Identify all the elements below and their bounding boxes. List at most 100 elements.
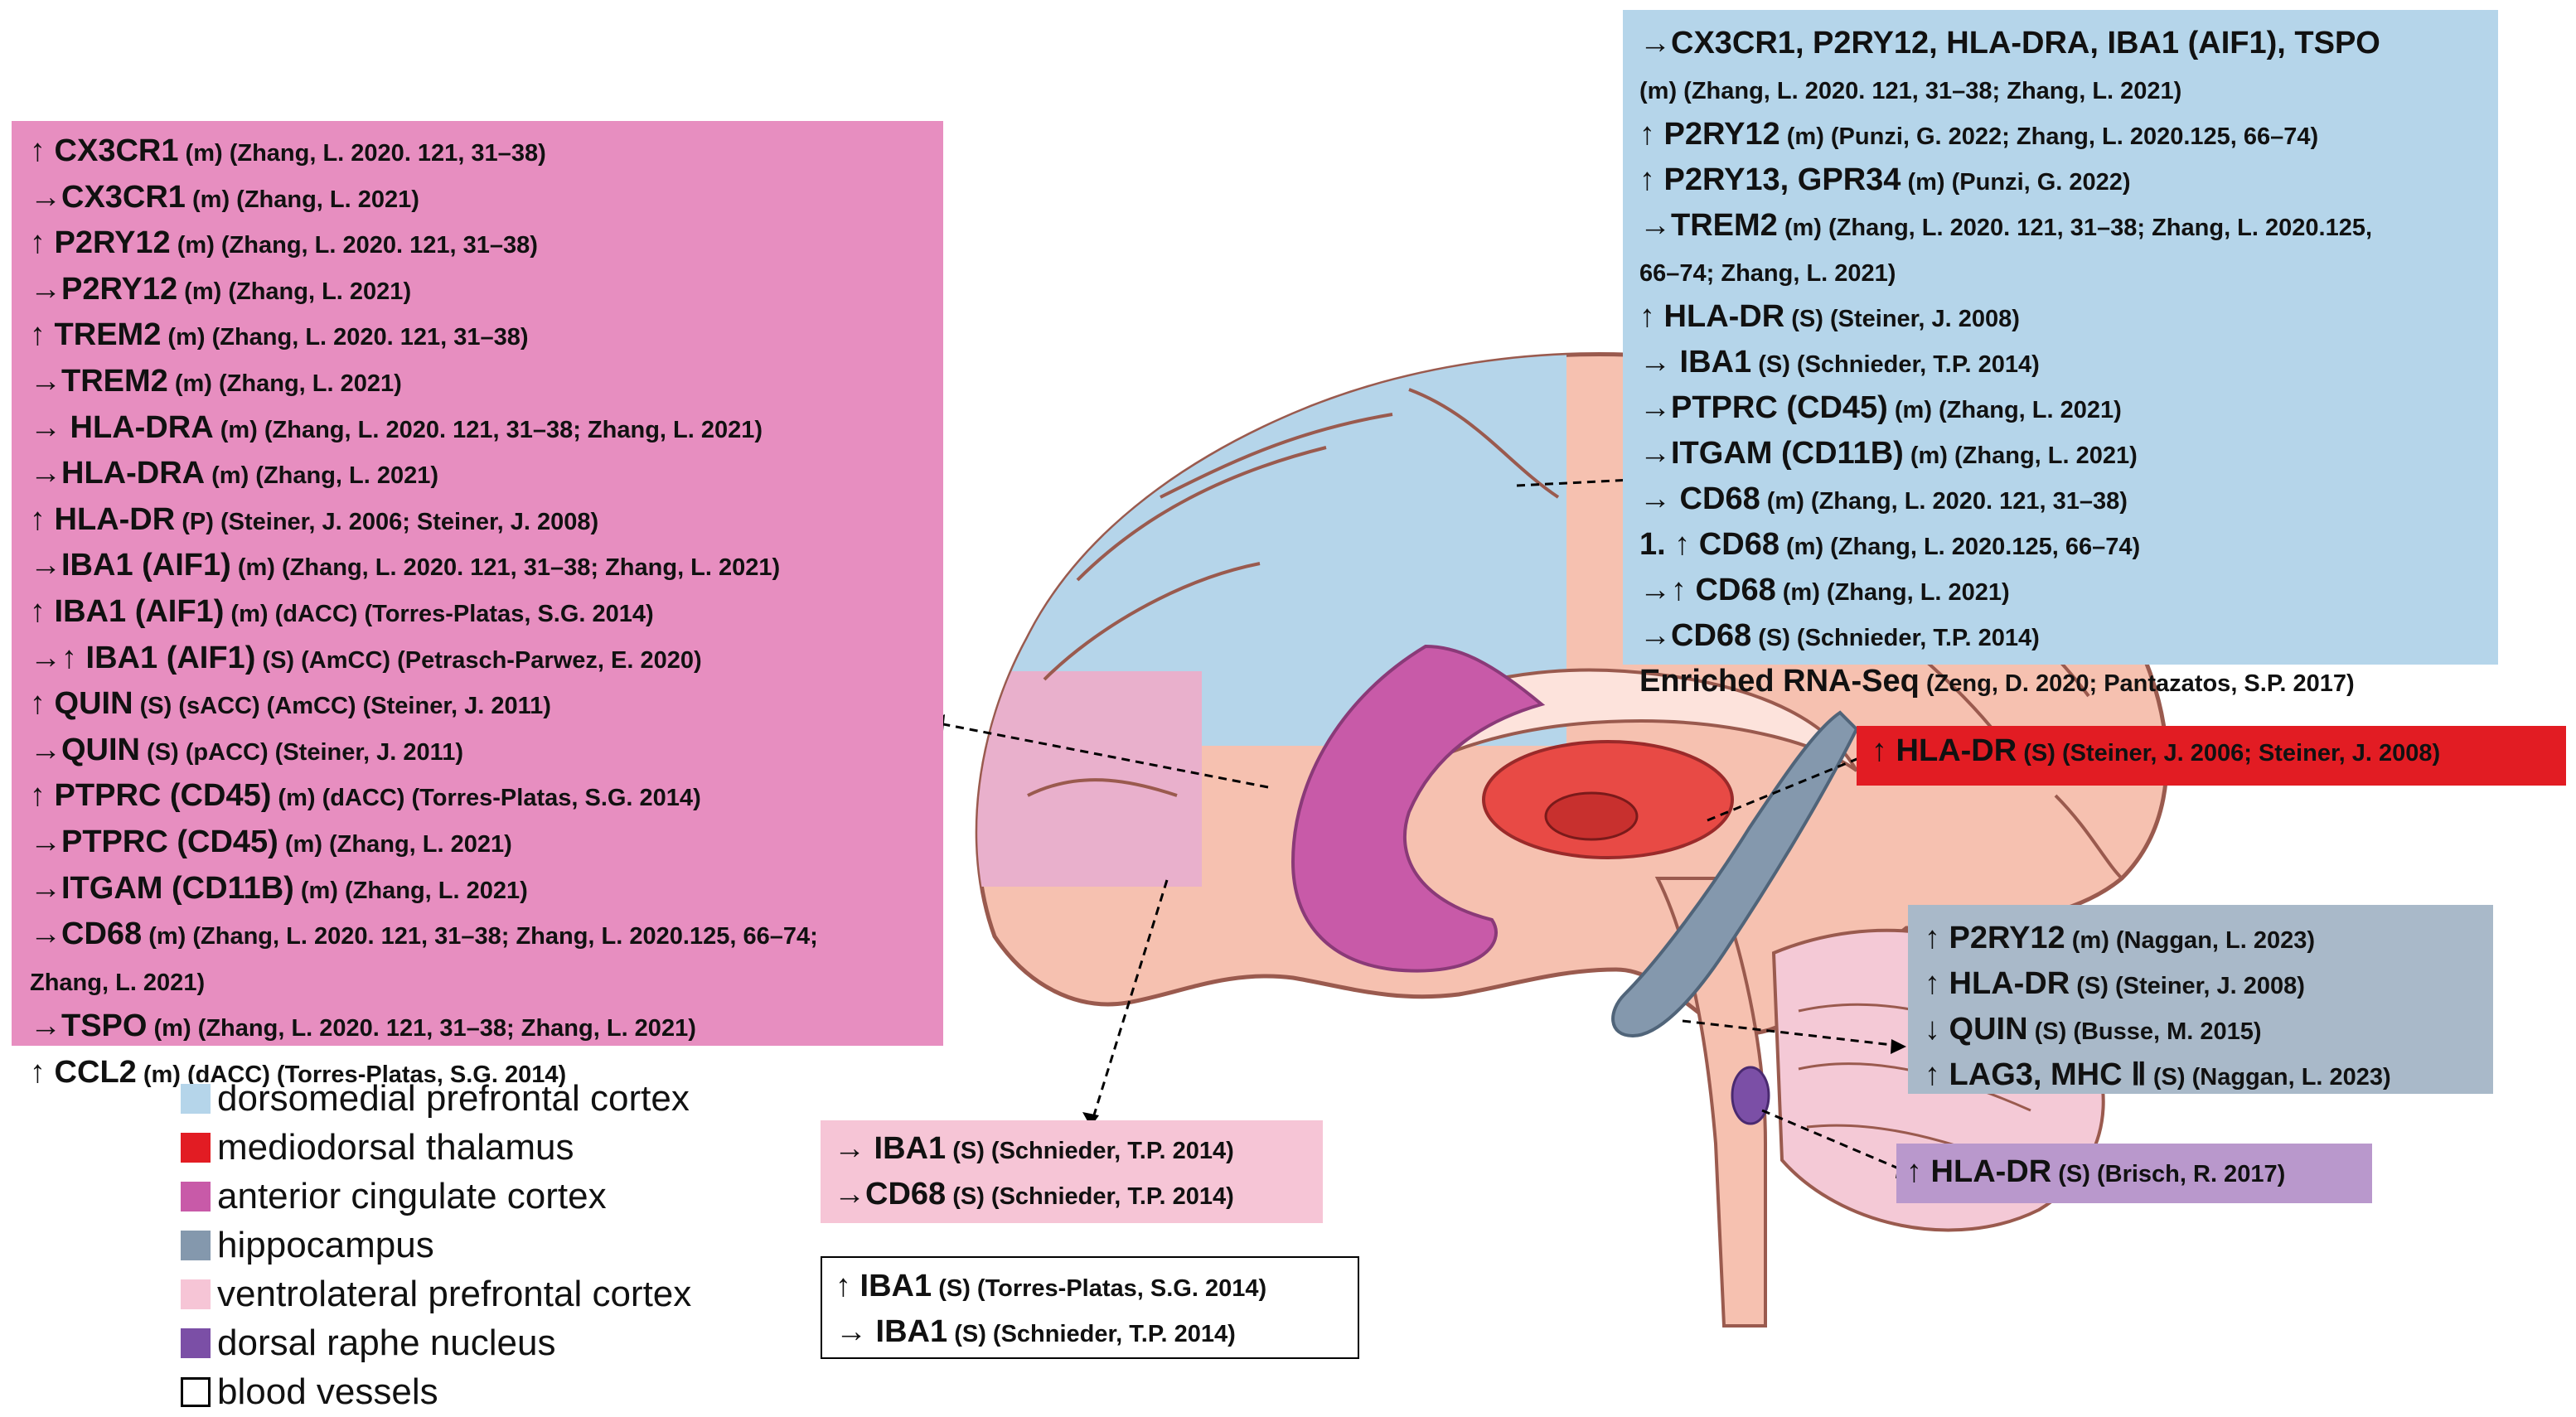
vlpfc-annotation-box: → IBA1 (S) (Schnieder, T.P. 2014)→CD68 (…: [821, 1120, 1323, 1223]
annotation-line: →CX3CR1, P2RY12, HLA-DRA, IBA1 (AIF1), T…: [1639, 22, 2498, 67]
annotation-line: ↑ PTPRC (CD45) (m) (dACC) (Torres-Platas…: [30, 774, 943, 820]
legend-item: ventrolateral prefrontal cortex: [181, 1269, 691, 1318]
reference-text: (m) (Zhang, L. 2020.125, 66–74): [1779, 534, 2141, 560]
legend-item: hippocampus: [181, 1221, 691, 1269]
vlpfc-region: [977, 671, 1202, 887]
reference-text: (m) (Zhang, L. 2021): [1887, 397, 2122, 423]
annotation-line: → IBA1 (S) (Schnieder, T.P. 2014): [1639, 341, 2498, 386]
reference-text: (m) (Zhang, L. 2020. 121, 31–38; Zhang, …: [1639, 78, 2182, 104]
reference-text: (S) (Schnieder, T.P. 2014): [946, 1138, 1234, 1164]
reference-text: (S) (Schnieder, T.P. 2014): [947, 1321, 1236, 1347]
annotation-line: ↑ P2RY12 (m) (Naggan, L. 2023): [1925, 916, 2493, 962]
reference-text: (S) (Steiner, J. 2006; Steiner, J. 2008): [2017, 740, 2441, 767]
legend-label: hippocampus: [217, 1224, 434, 1265]
marker-text: →TREM2: [30, 363, 168, 399]
marker-text: →ITGAM (CD11B): [30, 870, 294, 906]
legend-item: anterior cingulate cortex: [181, 1172, 691, 1221]
dmpfc-annotation-box: →CX3CR1, P2RY12, HLA-DRA, IBA1 (AIF1), T…: [1623, 10, 2498, 699]
annotation-line: →↑ IBA1 (AIF1) (S) (AmCC) (Petrasch-Parw…: [30, 636, 943, 683]
annotation-line: → IBA1 (S) (Schnieder, T.P. 2014): [835, 1310, 1358, 1356]
reference-text: (m) (Zhang, L. 2020. 121, 31–38): [178, 140, 546, 167]
marker-text: →↑ CD68: [1639, 573, 1776, 607]
marker-text: →↑ IBA1 (AIF1): [30, 640, 256, 675]
legend-label: dorsomedial prefrontal cortex: [217, 1077, 690, 1119]
marker-text: ↑ HLA-DR: [1639, 299, 1785, 334]
reference-text: (S) (Steiner, J. 2008): [2070, 973, 2305, 999]
reference-text: (S) (Schnieder, T.P. 2014): [946, 1183, 1234, 1210]
marker-text: ↓ QUIN: [1925, 1012, 2028, 1047]
acc-annotation-box: ↑ CX3CR1 (m) (Zhang, L. 2020. 121, 31–38…: [12, 121, 943, 1090]
legend-swatch: [181, 1279, 211, 1309]
reference-text: (m) (Zhang, L. 2020. 121, 31–38; Zhang, …: [230, 554, 781, 582]
reference-text: (S) (Schnieder, T.P. 2014): [1751, 625, 2040, 651]
reference-text: (m) (Zhang, L. 2020. 121, 31–38; Zhang, …: [142, 923, 818, 950]
legend-swatch: [181, 1181, 211, 1211]
marker-text: →TSPO: [30, 1008, 148, 1044]
marker-text: →PTPRC (CD45): [30, 824, 278, 859]
legend-label: ventrolateral prefrontal cortex: [217, 1273, 692, 1314]
arrow-dmpfc: [1516, 477, 1650, 487]
arrow-hippocampus: [1682, 1019, 1901, 1047]
marker-text: →CX3CR1, P2RY12, HLA-DRA, IBA1 (AIF1), T…: [1639, 26, 2380, 60]
reference-text: (m) (Zhang, L. 2020. 121, 31–38; Zhang, …: [1777, 215, 2373, 241]
reference-text: (m) (Zhang, L. 2020. 121, 31–38): [170, 232, 538, 259]
reference-text: (S) (Torres-Platas, S.G. 2014): [932, 1275, 1267, 1302]
annotation-line: →CD68 (S) (Schnieder, T.P. 2014): [1639, 614, 2498, 660]
marker-text: ↑ HLA-DR: [1871, 733, 2017, 768]
legend-swatch: [181, 1376, 211, 1407]
legend-item: dorsal raphe nucleus: [181, 1318, 691, 1367]
reference-text: (S) (Schnieder, T.P. 2014): [1751, 351, 2040, 378]
marker-text: →IBA1 (AIF1): [30, 548, 231, 583]
annotation-line: 66–74; Zhang, L. 2021): [1639, 249, 2498, 295]
reference-text: (S) (Busse, M. 2015): [2027, 1018, 2262, 1045]
marker-text: 1. ↑ CD68: [1639, 527, 1779, 562]
marker-text: ↑ HLA-DR: [1906, 1154, 2052, 1189]
annotation-line: ↓ QUIN (S) (Busse, M. 2015): [1925, 1008, 2493, 1053]
reference-text: 66–74; Zhang, L. 2021): [1639, 260, 1896, 287]
arrow-drn: [1761, 1109, 1907, 1173]
legend-swatch: [181, 1132, 211, 1163]
legend-item: dorsomedial prefrontal cortex: [181, 1074, 691, 1123]
marker-text: ↑ P2RY13, GPR34: [1639, 162, 1901, 197]
marker-text: → IBA1: [1639, 345, 1752, 380]
reference-text: (P) (Steiner, J. 2006; Steiner, J. 2008): [175, 508, 599, 535]
legend-swatch: [181, 1328, 211, 1358]
annotation-line: (m) (Zhang, L. 2020. 121, 31–38; Zhang, …: [1639, 67, 2498, 113]
annotation-line: Zhang, L. 2021): [30, 959, 943, 1005]
legend-label: dorsal raphe nucleus: [217, 1322, 556, 1363]
annotation-line: →P2RY12 (m) (Zhang, L. 2021): [30, 268, 943, 314]
annotation-line: ↑ HLA-DR (S) (Steiner, J. 2008): [1639, 295, 2498, 341]
reference-text: (m) (Zhang, L. 2021): [205, 462, 439, 490]
marker-text: → IBA1: [835, 1314, 948, 1349]
reference-text: (Zeng, D. 2020; Pantazatos, S.P. 2017): [1919, 670, 2355, 697]
reference-text: (S) (Brisch, R. 2017): [2051, 1161, 2286, 1187]
marker-text: ↑ IBA1 (AIF1): [30, 593, 225, 629]
annotation-line: ↑ TREM2 (m) (Zhang, L. 2020. 121, 31–38): [30, 313, 943, 360]
annotation-line: ↑ HLA-DR (P) (Steiner, J. 2006; Steiner,…: [30, 498, 943, 544]
marker-text: →TREM2: [1639, 208, 1778, 243]
arrow-acc: [934, 721, 1269, 789]
reference-text: (m) (Punzi, G. 2022; Zhang, L. 2020.125,…: [1779, 123, 2319, 150]
annotation-line: → CD68 (m) (Zhang, L. 2020. 121, 31–38): [1639, 477, 2498, 523]
reference-text: (m) (Zhang, L. 2021): [293, 877, 528, 904]
annotation-line: →↑ CD68 (m) (Zhang, L. 2021): [1639, 568, 2498, 614]
annotation-line: →PTPRC (CD45) (m) (Zhang, L. 2021): [30, 820, 943, 867]
legend-label: blood vessels: [217, 1371, 438, 1412]
marker-text: →CD68: [1639, 618, 1752, 653]
annotation-line: ↑ P2RY12 (m) (Punzi, G. 2022; Zhang, L. …: [1639, 113, 2498, 158]
reference-text: (m) (Zhang, L. 2021): [177, 278, 412, 305]
marker-text: ↑ CCL2: [30, 1054, 137, 1090]
reference-text: (m) (Zhang, L. 2021): [185, 186, 419, 213]
marker-text: ↑ QUIN: [30, 686, 133, 722]
annotation-line: →CD68 (S) (Schnieder, T.P. 2014): [834, 1173, 1323, 1218]
marker-text: →CD68: [834, 1177, 947, 1211]
marker-text: ↑ TREM2: [30, 317, 162, 353]
annotation-line: →PTPRC (CD45) (m) (Zhang, L. 2021): [1639, 386, 2498, 432]
reference-text: (S) (sACC) (AmCC) (Steiner, J. 2011): [133, 693, 551, 720]
reference-text: (S) (AmCC) (Petrasch-Parwez, E. 2020): [255, 646, 702, 674]
annotation-line: ↑ CCL2 (m) (dACC) (Torres-Platas, S.G. 2…: [30, 1051, 943, 1097]
annotation-line: 1. ↑ CD68 (m) (Zhang, L. 2020.125, 66–74…: [1639, 523, 2498, 568]
annotation-line: →TREM2 (m) (Zhang, L. 2020. 121, 31–38; …: [1639, 204, 2498, 249]
hippocampus-region: [1611, 710, 1859, 1038]
